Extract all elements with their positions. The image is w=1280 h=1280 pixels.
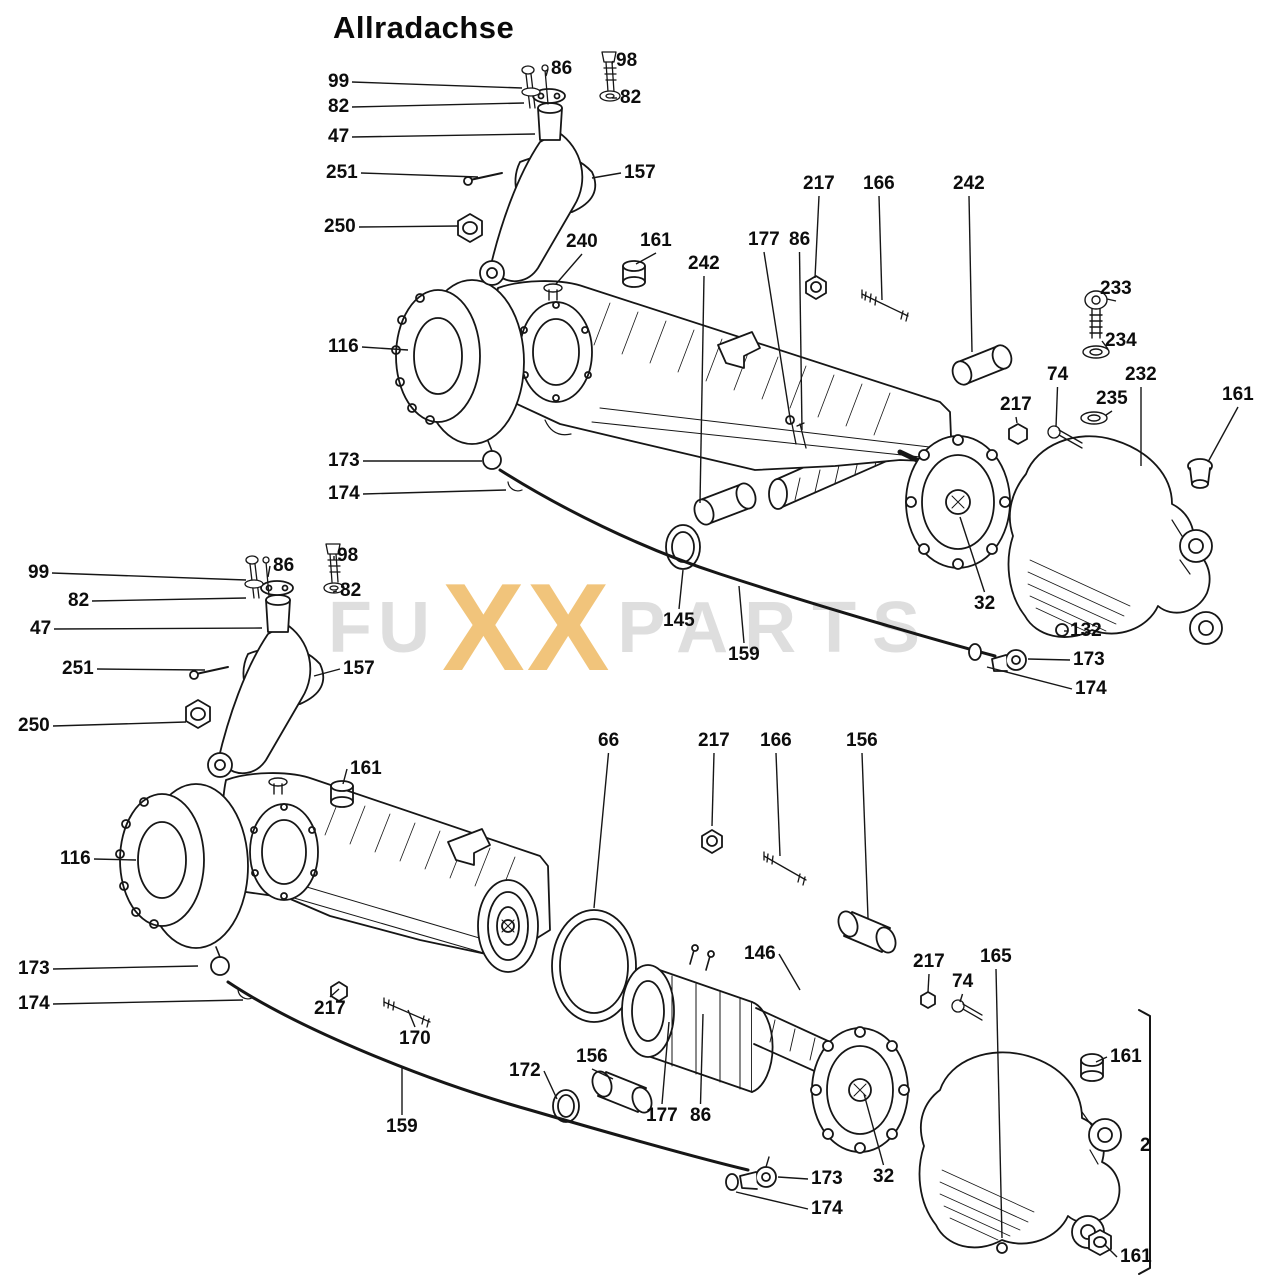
leader-line-86 [798, 251, 803, 431]
leader-line-217 [814, 195, 820, 279]
leader-line-161 [1207, 406, 1239, 463]
leader-line-47 [53, 627, 263, 630]
lower-hub-flange [115, 783, 249, 949]
leader-line-242 [968, 195, 973, 353]
upper-axle-tube [665, 344, 1013, 570]
upper-hardware [785, 275, 1110, 449]
leader-line-235 [1105, 410, 1113, 416]
leader-line-82 [91, 597, 247, 602]
page-title: Allradachse [333, 10, 515, 45]
leader-line-233 [1106, 298, 1117, 302]
leader-line-174 [735, 1191, 809, 1210]
leader-line-157 [591, 172, 622, 179]
leader-line-161 [1103, 1243, 1118, 1258]
leader-line-161 [635, 252, 657, 265]
lower-diff-housing [918, 1051, 1122, 1256]
leader-line-174 [52, 999, 244, 1005]
leader-line-161 [1095, 1056, 1108, 1063]
leader-line-47 [351, 133, 536, 138]
upper-steering-knuckle [457, 51, 621, 286]
leader-line-156 [591, 1068, 614, 1080]
leader-line-250 [52, 721, 187, 727]
leader-line-82 [351, 102, 525, 108]
upper-diff-housing [1007, 435, 1223, 645]
leader-line-173 [1027, 658, 1071, 661]
leader-line-177 [661, 1021, 670, 1105]
leader-line-161 [342, 768, 348, 785]
upper-axle-housing [493, 260, 953, 471]
leader-line-173 [52, 965, 199, 970]
leader-line-251 [96, 668, 206, 671]
leader-line-74 [959, 993, 964, 1003]
lower-tie-rod [210, 946, 777, 1191]
leader-line-217 [1015, 416, 1018, 424]
leader-line-32 [863, 1093, 885, 1166]
leader-line-146 [778, 953, 801, 991]
leader-line-234 [1101, 340, 1109, 350]
leader-line-74 [1055, 386, 1059, 428]
leader-line-217 [927, 973, 930, 993]
leader-line-98 [611, 60, 614, 65]
leader-line-32 [959, 516, 986, 593]
bracket-item-2 [1138, 1009, 1151, 1275]
upper-diff-flange [897, 434, 1011, 570]
leader-line-217 [329, 988, 340, 998]
leader-line-172 [543, 1070, 558, 1100]
lower-hardware [330, 829, 983, 1028]
leader-line-86 [699, 1013, 704, 1105]
lower-diff-flange [810, 1026, 910, 1154]
upper-axle-assembly-illustration [391, 51, 1223, 672]
leader-lines [51, 60, 1239, 1258]
lower-steering-knuckle [185, 543, 345, 778]
lower-axle-housing [221, 772, 551, 973]
leader-line-242 [699, 275, 705, 504]
leader-line-86 [267, 565, 271, 578]
lower-gasket-and-spacers [551, 909, 897, 1123]
lower-axle-assembly-illustration [115, 543, 1151, 1275]
leader-line-82 [332, 590, 338, 593]
leader-line-174 [986, 666, 1073, 690]
leader-line-173 [777, 1176, 809, 1180]
leader-line-99 [351, 81, 523, 89]
leader-line-165 [995, 968, 1003, 1239]
leader-line-166 [775, 752, 781, 857]
leader-line-145 [678, 569, 684, 610]
leader-line-157 [313, 668, 341, 677]
leader-line-177 [763, 251, 792, 425]
leader-line-86 [545, 68, 549, 77]
upper-hub-flange [391, 279, 525, 445]
leader-line-116 [361, 346, 409, 351]
leader-line-116 [93, 858, 137, 861]
lower-axle-tube [621, 944, 853, 1093]
leader-line-251 [360, 172, 479, 178]
leader-line-166 [878, 195, 883, 301]
leader-line-99 [51, 572, 247, 581]
leader-line-66 [593, 752, 610, 909]
upper-tie-rod [482, 440, 1027, 672]
leader-line-156 [861, 752, 869, 919]
leader-line-240 [555, 253, 583, 285]
leader-line-174 [362, 489, 507, 495]
leader-line-217 [711, 752, 715, 827]
leader-line-170 [407, 1009, 416, 1028]
leader-line-250 [358, 225, 459, 228]
leader-line-159 [738, 585, 745, 644]
